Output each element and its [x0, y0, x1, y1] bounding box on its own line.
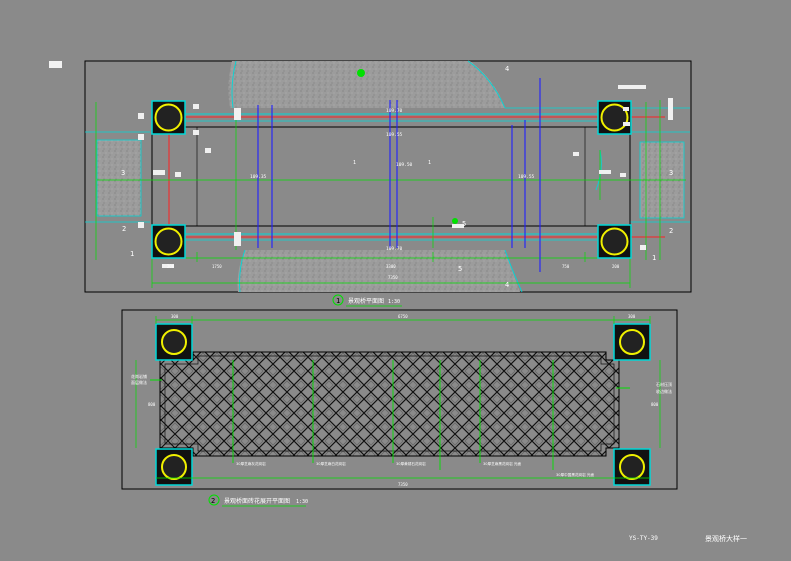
- plan-dim-5: 200: [612, 264, 620, 269]
- pillar-bottom-left: [151, 224, 186, 259]
- gravel-area-bottom: [237, 250, 521, 292]
- elev-5: 109.70: [386, 246, 403, 252]
- plan-dim-4: 750: [562, 264, 570, 269]
- pillar-top-left: [151, 100, 186, 135]
- pillar-bottom-right: [597, 224, 632, 259]
- plan-dim-total: 7350: [388, 275, 398, 280]
- center-mark-1: 1: [353, 160, 356, 166]
- deck-left-note-2: 面层做法: [131, 379, 147, 385]
- elev-3: 109.50: [396, 162, 413, 168]
- green-dims: [95, 100, 661, 288]
- deck-lattice: [159, 351, 620, 457]
- sheet-marker: [49, 61, 62, 68]
- end-paving-left: [96, 139, 142, 217]
- section-mark-4-bottom: 4: [505, 281, 509, 289]
- section-mark-3-left: 3: [121, 169, 125, 177]
- sheet-code: YS-TY-39: [629, 535, 658, 542]
- elev-4: 109.35: [250, 174, 267, 180]
- plan-caption-title: 景观桥平面图: [348, 297, 384, 305]
- deck-right-note-1: 石材压顶: [656, 381, 672, 387]
- plan-caption-circle: [332, 294, 344, 306]
- center-mark-2: 1: [428, 160, 431, 166]
- gravel-area-top: [228, 61, 505, 108]
- deck-pillar-top-left: [155, 323, 193, 361]
- deck-caption-title: 景观桥面砖花展开平面图: [224, 497, 290, 505]
- deck-leaders: [150, 360, 630, 470]
- section-mark-5-mid: 5: [462, 220, 466, 228]
- section-mark-1-left: 1: [130, 250, 134, 258]
- deck-dim-bottom: 7350: [398, 482, 408, 487]
- marker-5-circle: [452, 218, 458, 224]
- plan-dim-1: 200: [167, 264, 175, 269]
- plan-caption-number: 1: [336, 297, 340, 305]
- plan-small-labels: [138, 85, 673, 268]
- deck-caption-scale: 1:30: [296, 499, 308, 505]
- deck-callout-4: 30厚芝麻黑花岗岩 光面: [483, 461, 521, 466]
- plan-caption-scale: 1:30: [388, 299, 400, 305]
- deck-caption-circle: [208, 494, 220, 506]
- compass-marker: [357, 69, 365, 77]
- section-mark-2-right: 2: [669, 227, 673, 235]
- deck-callout-2: 30厚芝麻白花岗岩: [316, 461, 346, 466]
- deck-border: [164, 355, 615, 452]
- deck-pillar-top-right: [613, 323, 651, 361]
- deck-dim-right: 800: [651, 402, 659, 407]
- elev-1: 109.70: [386, 108, 403, 114]
- deck-left-note-1: 花岗岩铺: [131, 373, 147, 379]
- deck-view-frame: [121, 309, 678, 490]
- deck-pillar-bottom-right: [613, 448, 651, 486]
- plan-dim-3: 3300: [386, 264, 396, 269]
- section-mark-4-top: 4: [505, 65, 509, 73]
- bridge-deck-outline: [151, 126, 631, 227]
- elev-2: 109.55: [386, 132, 403, 138]
- deck-dim-left: 800: [148, 402, 156, 407]
- bank-outline: [231, 60, 602, 293]
- plan-dim-2: 1750: [212, 264, 222, 269]
- deck-callout-1: 30厚芝麻灰花岗岩: [236, 461, 266, 466]
- deck-callout-5: 30厚中国黑花岗岩 光面: [556, 472, 594, 477]
- deck-dim-top-1: 300: [171, 314, 179, 319]
- deck-right-note-2: 收边做法: [656, 388, 672, 394]
- deck-callout-3: 30厚黄锈石花岗岩: [396, 461, 426, 466]
- deck-dim-top-2: 6750: [398, 314, 408, 319]
- deck-pillar-bottom-left: [155, 448, 193, 486]
- deck-dim-top-3: 300: [628, 314, 636, 319]
- sheet-title: 景观桥大样一: [705, 534, 747, 543]
- pillar-top-right: [597, 100, 632, 135]
- section-mark-5: 5: [458, 265, 462, 273]
- section-mark-2-left: 2: [122, 225, 126, 233]
- elev-6: 109.55: [518, 174, 535, 180]
- bridge-inner-outline: [196, 126, 586, 227]
- deck-caption-number: 2: [211, 497, 215, 505]
- blue-joints: [257, 78, 541, 272]
- deck-dim-lines: [135, 316, 661, 479]
- section-mark-1-right: 1: [652, 254, 656, 262]
- section-mark-3-right: 3: [669, 169, 673, 177]
